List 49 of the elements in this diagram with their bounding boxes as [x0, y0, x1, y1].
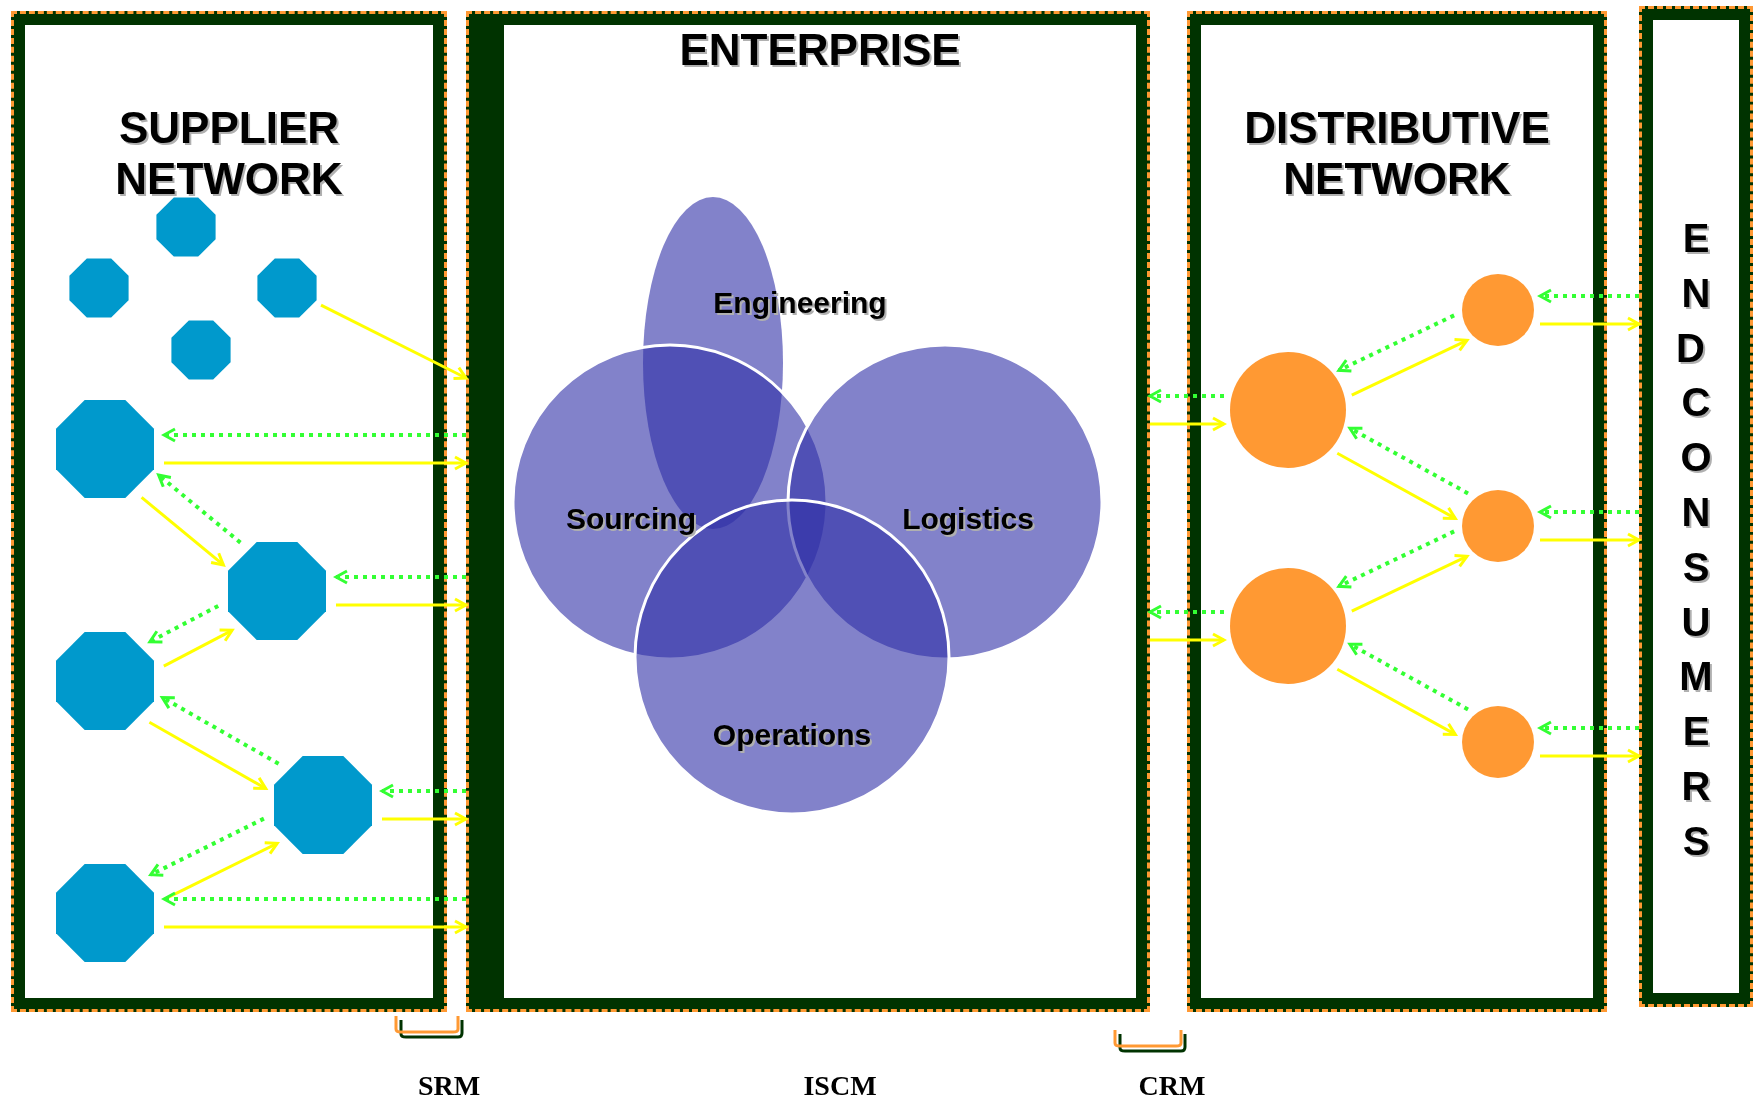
- dotted-arrow: [1148, 388, 1224, 404]
- panel-title: DISTRIBUTIVE NETWORK: [1243, 103, 1551, 205]
- network-panel: [11, 11, 447, 1012]
- dotted-arrow: [1348, 642, 1469, 712]
- arrow: [320, 303, 468, 380]
- arrow: [336, 597, 468, 613]
- dotted-arrow: [1348, 426, 1469, 496]
- panel-title: ENTERPRISE: [678, 25, 962, 76]
- arrow: [148, 721, 268, 790]
- acronym-label: ISCM: [803, 1070, 877, 1102]
- panel-title: SUPPLIER NETWORK: [114, 103, 344, 205]
- arrow: [164, 919, 468, 935]
- panel-title: END CONSUMERS: [1676, 215, 1714, 865]
- dotted-arrow: [380, 783, 466, 799]
- dotted-arrow: [157, 473, 242, 545]
- acronym-label: CRM: [1138, 1070, 1206, 1102]
- dotted-arrow: [1337, 313, 1455, 373]
- dotted-arrow: [1538, 720, 1639, 736]
- arrow: [1150, 632, 1226, 648]
- dotted-arrow: [1337, 529, 1455, 589]
- acronym-label: SRM: [417, 1070, 481, 1102]
- dotted-arrow: [1148, 604, 1224, 620]
- arrow: [382, 811, 468, 827]
- dotted-arrow: [149, 816, 265, 877]
- dotted-arrow: [162, 891, 466, 907]
- circle-label: Logistics: [902, 502, 1034, 536]
- network-panel: [1187, 11, 1607, 1012]
- network-panel: [1639, 6, 1753, 1007]
- arrow: [1336, 451, 1457, 520]
- arrow: [163, 628, 234, 668]
- arrow: [164, 455, 468, 471]
- arrow: [1540, 748, 1641, 764]
- circle-label: Sourcing: [566, 502, 696, 536]
- network-panel: [466, 11, 1150, 1012]
- circle-label: Operations: [712, 718, 872, 752]
- dotted-arrow: [1538, 288, 1639, 304]
- arrow: [140, 496, 225, 567]
- dotted-arrow: [160, 695, 280, 766]
- arrow: [1351, 338, 1469, 397]
- dotted-arrow: [162, 427, 466, 443]
- arrow: [1540, 532, 1641, 548]
- arrow: [1351, 554, 1469, 613]
- circle-label: Engineering: [713, 286, 887, 320]
- dotted-arrow: [148, 604, 220, 644]
- dotted-arrow: [334, 569, 466, 585]
- arrow: [1336, 667, 1457, 736]
- arrow: [1540, 316, 1641, 332]
- dotted-arrow: [1538, 504, 1639, 520]
- arrow: [1150, 416, 1226, 432]
